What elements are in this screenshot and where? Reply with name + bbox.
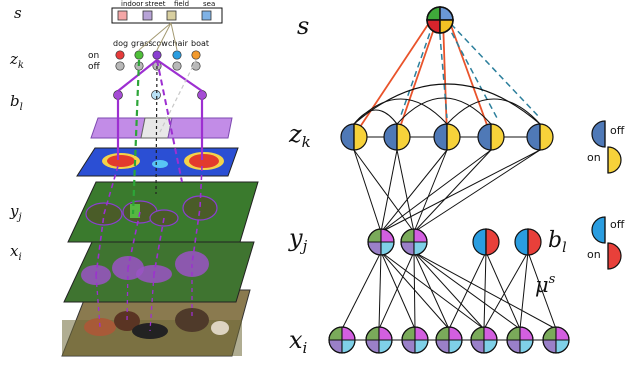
photo-layer: [61, 289, 251, 357]
cow-on-circle: [152, 50, 162, 60]
b-legend-off: off: [610, 218, 625, 231]
right-edges: [341, 19, 557, 341]
x-node-1: [328, 326, 356, 354]
scene-label-street: street: [145, 0, 166, 8]
scene-label-field: field: [174, 0, 189, 8]
z-node-4: [477, 123, 505, 151]
z-legend-on: on: [587, 151, 601, 164]
scene-swatch-sea: [201, 10, 212, 21]
b-node-1: [472, 228, 500, 256]
scene-label-indoor: indoor: [121, 0, 143, 8]
right-label-z: zk: [288, 120, 311, 151]
s-node: [426, 6, 454, 34]
z-node-1: [340, 123, 368, 151]
right-label-s: s: [297, 12, 309, 40]
boat-on-circle: [191, 50, 201, 60]
b-legend-on: on: [587, 248, 601, 261]
chair-off-circle: [172, 61, 182, 71]
b-node-center: [151, 90, 161, 100]
left-label-x: xi: [10, 242, 22, 263]
z-node-3: [433, 123, 461, 151]
z-legend-off: off: [610, 124, 625, 137]
scene-swatch-field: [166, 10, 177, 21]
left-label-y: yj: [9, 202, 22, 223]
object-label-grass: grass: [131, 39, 153, 48]
b-node-right: [197, 90, 207, 100]
left-label-s: s: [14, 4, 22, 22]
right-panel: s zk yj xi bl μs: [288, 6, 625, 357]
left-label-b: bl: [10, 92, 23, 113]
y-node-1: [367, 228, 395, 256]
right-label-x: xi: [289, 326, 308, 357]
z-node-5: [526, 123, 554, 151]
x-node-6: [506, 326, 534, 354]
z-legend: off on: [587, 120, 625, 174]
x-node-4: [435, 326, 463, 354]
scene-swatch-indoor: [117, 10, 128, 21]
scene-label-sea: sea: [203, 0, 215, 8]
boat-off-circle: [191, 61, 201, 71]
scene-swatch-street: [142, 10, 153, 21]
object-label-boat: boat: [191, 39, 209, 48]
grass-on-circle: [134, 50, 144, 60]
chair-on-circle: [172, 50, 182, 60]
x-node-7: [542, 326, 570, 354]
right-label-y: yj: [288, 224, 308, 255]
y-layer-superpixels: [67, 181, 259, 243]
object-states: dog grass cow chair boat on off: [88, 39, 209, 72]
scene-class-box: indoor street field sea: [111, 0, 223, 24]
left-panel: s zk bl yj xi indoor street field sea do…: [9, 0, 259, 357]
x-node-2: [365, 326, 393, 354]
dog-off-circle: [115, 61, 125, 71]
object-label-dog: dog: [113, 39, 128, 48]
left-label-z: zk: [9, 50, 24, 71]
x-node-3: [401, 326, 429, 354]
right-label-mu: μs: [535, 272, 556, 297]
y-node-2: [400, 228, 428, 256]
scene-object-links: [138, 22, 178, 51]
z-node-2: [383, 123, 411, 151]
off-label: off: [88, 62, 101, 72]
object-label-chair: chair: [168, 39, 189, 48]
b-layer-planes: [90, 90, 233, 139]
b-node-left: [113, 90, 123, 100]
x-node-5: [470, 326, 498, 354]
right-label-b: bl: [548, 228, 567, 256]
left-connections: [95, 59, 204, 332]
x-layer-superpixels: [63, 241, 255, 303]
heatmap-layer: [76, 147, 239, 177]
b-node-2: [514, 228, 542, 256]
on-label: on: [88, 51, 99, 61]
b-legend: off on: [587, 216, 625, 270]
dog-on-circle: [115, 50, 125, 60]
